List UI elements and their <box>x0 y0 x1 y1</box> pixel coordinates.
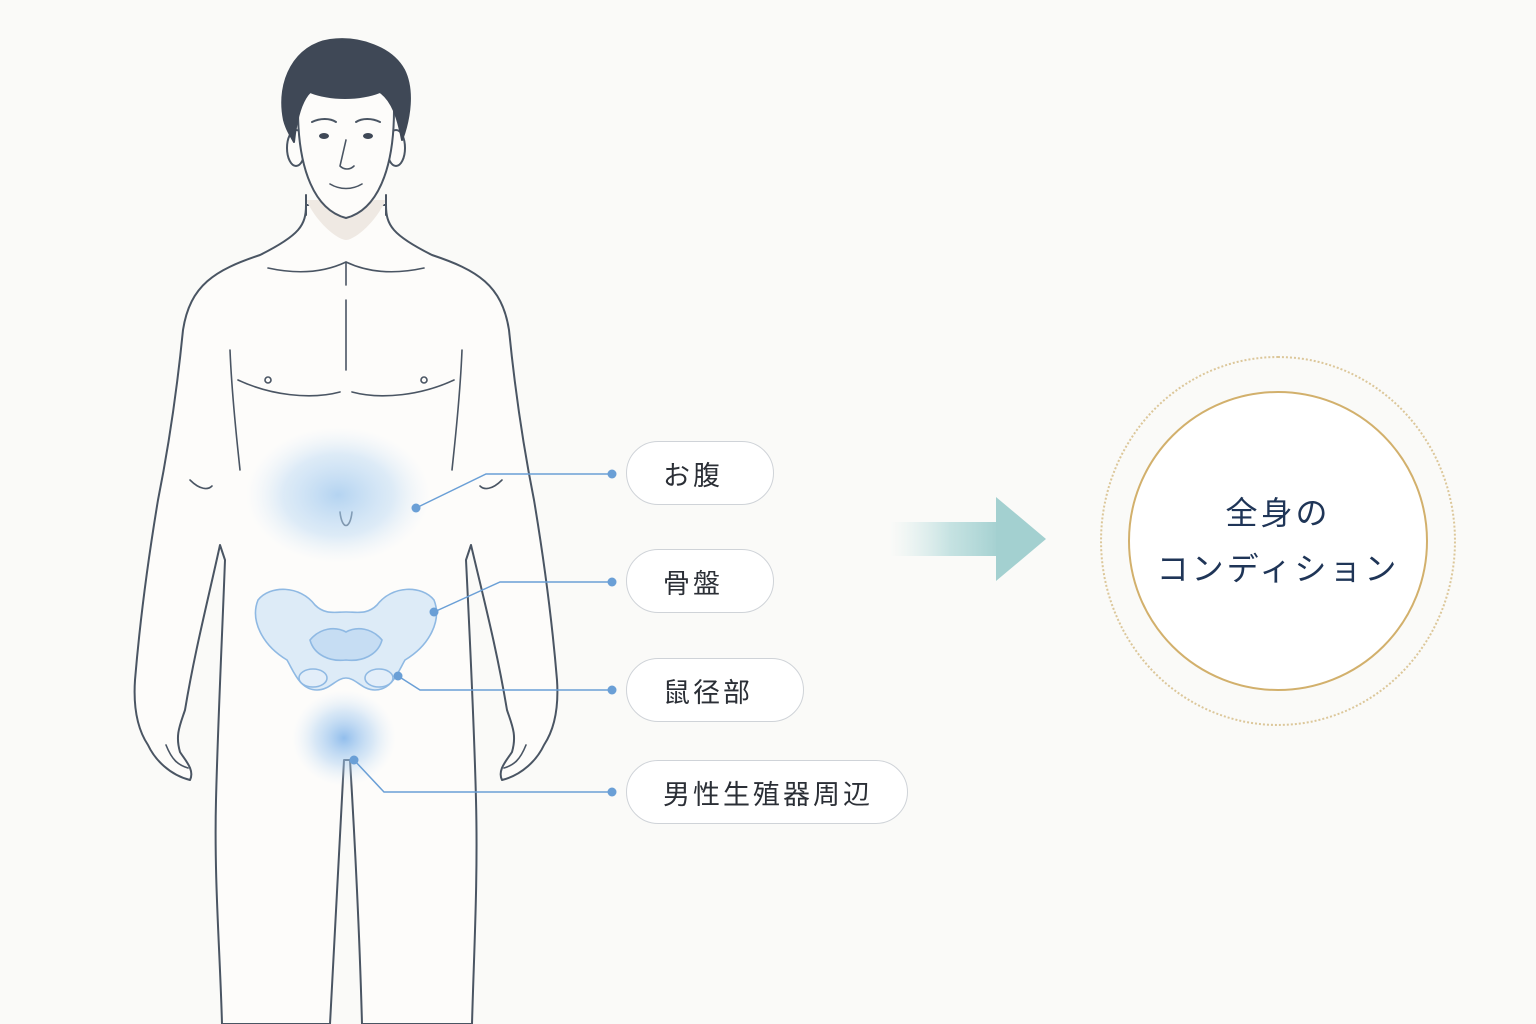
label-pelvis: 骨盤 <box>626 549 774 613</box>
abdomen-label-dot <box>607 469 617 479</box>
connector-lines <box>353 473 612 793</box>
right-arrow-icon <box>890 497 1046 581</box>
label-genital: 男性生殖器周辺 <box>626 760 908 824</box>
hair <box>281 38 411 143</box>
result-line-1: 全身の <box>1225 494 1331 532</box>
head <box>281 38 411 219</box>
body-details <box>165 261 527 769</box>
label-groin-text: 鼠径部 <box>663 677 753 709</box>
result-line-2: コンディション <box>1156 550 1400 588</box>
genital-highlight <box>292 690 396 786</box>
groin-anchor-dot <box>393 671 403 681</box>
abdomen-anchor-dot <box>411 503 421 513</box>
connector-dots <box>349 469 617 797</box>
genital-label-dot <box>607 787 617 797</box>
genital-anchor-dot <box>349 755 359 765</box>
result-circle: 全身の コンディション <box>1128 391 1428 691</box>
pelvis-label-dot <box>607 577 617 587</box>
label-groin: 鼠径部 <box>626 658 804 722</box>
label-genital-text: 男性生殖器周辺 <box>663 779 873 811</box>
groin-label-dot <box>607 685 617 695</box>
label-abdomen: お腹 <box>626 441 774 505</box>
abdomen-highlight <box>246 427 430 563</box>
pelvis-anchor-dot <box>429 607 439 617</box>
label-pelvis-text: 骨盤 <box>663 568 723 600</box>
result-dotted-ring <box>1100 356 1456 726</box>
pelvis-bone-icon <box>254 588 438 691</box>
label-abdomen-text: お腹 <box>663 460 723 492</box>
